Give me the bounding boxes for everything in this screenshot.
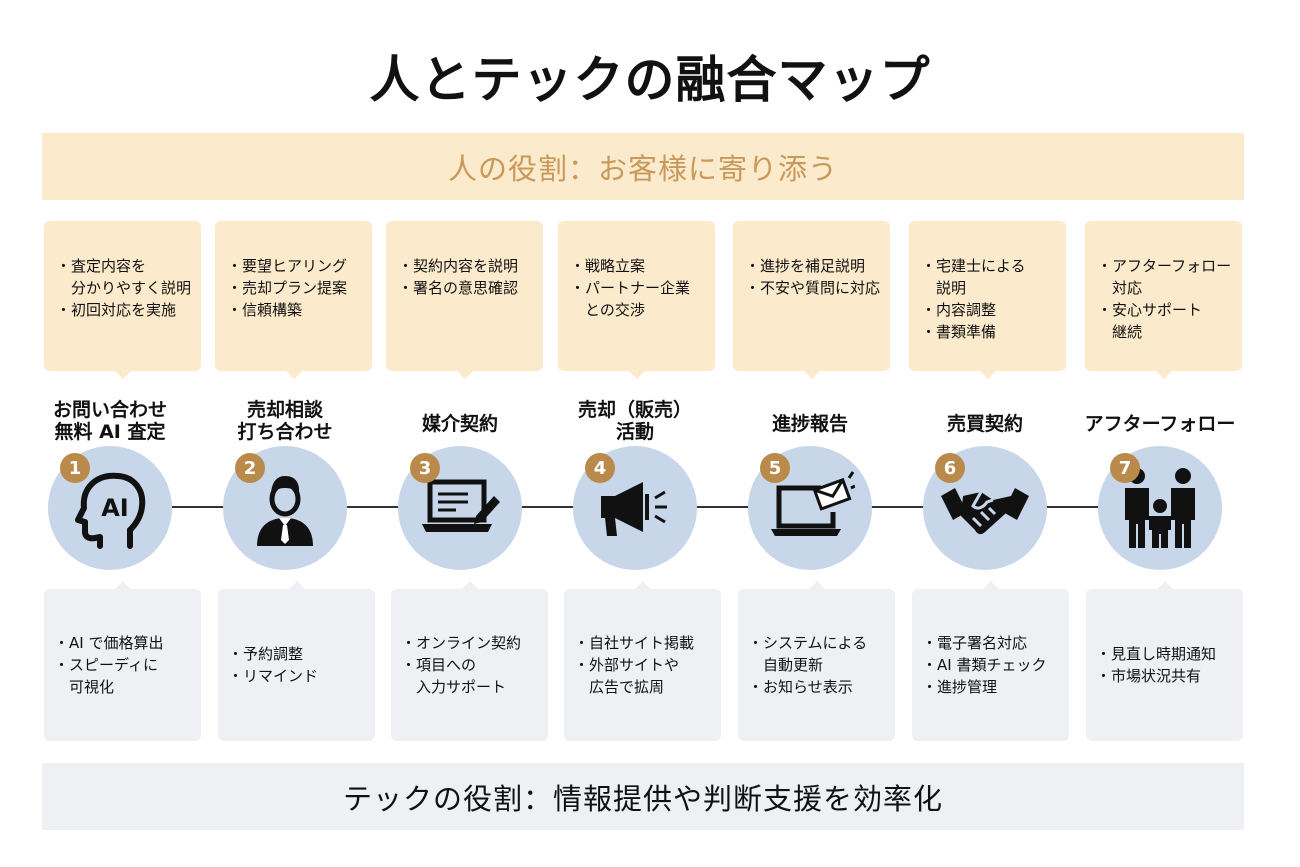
human-role-item: ・初回対応を実施 xyxy=(56,301,177,319)
human-role-item: ・進捗を補足説明 xyxy=(745,257,866,275)
step-number-badge: 2 xyxy=(235,453,265,483)
step-number-badge: 6 xyxy=(935,453,965,483)
stage-label: 売却（販売） xyxy=(577,399,692,421)
human-role-box: ・宅建士による 説明・内容調整・書類準備 xyxy=(909,221,1066,379)
human-role-text: 人の役割：お客様に寄り添う xyxy=(447,151,838,186)
human-role-item: ・パートナー企業 xyxy=(570,279,691,297)
step-number-badge: 1 xyxy=(60,453,90,483)
human-role-box: ・戦略立案・パートナー企業 との交渉 xyxy=(558,221,715,379)
stage-label: アフターフォロー xyxy=(1084,413,1236,435)
tech-role-box: ・見直し時期通知・市場状況共有 xyxy=(1086,581,1243,741)
step-number-badge: 5 xyxy=(760,453,790,483)
stage-label: 無料 AI 査定 xyxy=(54,421,166,443)
step-number-badge: 4 xyxy=(585,453,615,483)
human-role-band: 人の役割：お客様に寄り添う xyxy=(42,133,1244,200)
human-role-box: ・要望ヒアリング・売却プラン提案・信頼構築 xyxy=(215,221,372,379)
human-role-item: ・書類準備 xyxy=(921,323,997,341)
human-role-item: との交渉 xyxy=(570,301,645,319)
human-role-item: 分かりやすく説明 xyxy=(56,279,192,297)
tech-role-box: ・オンライン契約・項目への 入力サポート xyxy=(391,581,548,741)
page-title: 人とテックの融合マップ xyxy=(369,51,931,109)
human-role-box: ・査定内容を 分かりやすく説明・初回対応を実施 xyxy=(44,221,201,379)
tech-role-item: ・電子署名対応 xyxy=(922,634,1028,652)
tech-role-band: テックの役割：情報提供や判断支援を効率化 xyxy=(42,763,1244,830)
human-role-item: ・売却プラン提案 xyxy=(227,279,348,297)
family-icon xyxy=(1098,446,1222,570)
tech-role-item: 自動更新 xyxy=(748,656,824,674)
human-role-item: ・内容調整 xyxy=(921,301,997,319)
stage-label: 売却相談 xyxy=(246,399,323,421)
tech-role-item: ・リマインド xyxy=(228,667,319,685)
stage-label: 打ち合わせ xyxy=(237,421,333,443)
tech-role-item: ・AI で価格算出 xyxy=(54,634,164,652)
tech-role-item: 広告で拡周 xyxy=(574,678,665,696)
tech-role-item: ・市場状況共有 xyxy=(1096,667,1202,685)
human-role-item: ・信頼構築 xyxy=(227,301,303,319)
human-role-item: 継続 xyxy=(1097,323,1143,341)
human-role-item: 対応 xyxy=(1097,279,1143,297)
tech-role-item: ・AI 書類チェック xyxy=(922,656,1047,674)
tech-role-text: テックの役割：情報提供や判断支援を効率化 xyxy=(342,781,943,816)
human-role-item: ・安心サポート xyxy=(1097,301,1203,319)
stage-label: 活動 xyxy=(615,421,654,443)
tech-role-item: ・見直し時期通知 xyxy=(1096,645,1217,663)
human-role-item: ・査定内容を xyxy=(56,257,147,275)
tech-role-item: 可視化 xyxy=(54,678,115,696)
human-role-box: ・アフターフォロー 対応・安心サポート 継続 xyxy=(1085,221,1242,379)
human-role-item: ・署名の意思確認 xyxy=(398,279,519,297)
tech-role-box: ・システムによる 自動更新・お知らせ表示 xyxy=(738,581,895,741)
svg-text:AI: AI xyxy=(101,494,129,522)
tech-role-item: ・予約調整 xyxy=(228,645,304,663)
tech-role-item: ・オンライン契約 xyxy=(401,634,522,652)
tech-role-box: ・予約調整・リマインド xyxy=(218,581,375,741)
laptop-mail-icon xyxy=(748,446,872,570)
tech-role-item: ・お知らせ表示 xyxy=(748,678,853,696)
stage-label: 媒介契約 xyxy=(421,413,498,435)
human-role-item: ・要望ヒアリング xyxy=(227,257,348,275)
human-role-box: ・契約内容を説明・署名の意思確認 xyxy=(386,221,543,379)
tech-role-box: ・自社サイト掲載・外部サイトや 広告で拡周 xyxy=(564,581,721,741)
stage-label: 進捗報告 xyxy=(771,413,848,435)
human-role-box: ・進捗を補足説明・不安や質問に対応 xyxy=(733,221,890,379)
stage-label: 売買契約 xyxy=(946,413,1023,435)
tech-role-item: ・スピーディに xyxy=(54,656,158,674)
human-role-item: ・不安や質問に対応 xyxy=(745,279,881,297)
human-role-item: ・戦略立案 xyxy=(570,257,646,275)
tech-role-item: ・システムによる xyxy=(748,634,868,652)
tech-role-item: ・項目への xyxy=(401,656,477,674)
human-role-item: ・アフターフォロー xyxy=(1097,257,1232,275)
tech-role-box: ・AI で価格算出・スピーディに 可視化 xyxy=(44,581,201,741)
stage-label: お問い合わせ xyxy=(52,399,167,421)
human-role-item: 説明 xyxy=(921,279,967,297)
human-role-item: ・契約内容を説明 xyxy=(398,257,519,275)
step-number-badge: 3 xyxy=(410,453,440,483)
tech-role-item: ・外部サイトや xyxy=(574,656,680,674)
tech-role-item: 入力サポート xyxy=(401,678,507,696)
step-number-badge: 7 xyxy=(1110,453,1140,483)
human-role-item: ・宅建士による xyxy=(921,257,1026,275)
tech-role-item: ・自社サイト掲載 xyxy=(574,634,695,652)
tech-role-box: ・電子署名対応・AI 書類チェック・進捗管理 xyxy=(912,581,1069,741)
tech-role-item: ・進捗管理 xyxy=(922,678,998,696)
